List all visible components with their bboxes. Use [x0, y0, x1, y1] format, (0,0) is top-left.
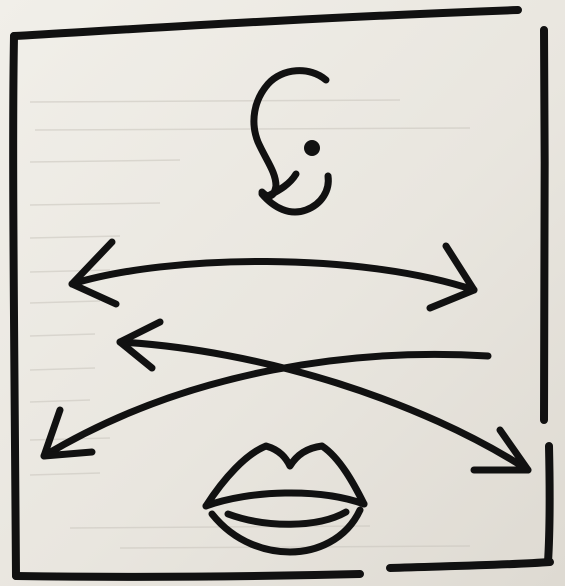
- cross-arrow-down-left-head: [40, 406, 96, 460]
- inner-mouth-line: [224, 508, 350, 528]
- ear-icon: [250, 67, 332, 216]
- frame-right-lower-line: [544, 442, 554, 566]
- ear-canal-dot: [304, 140, 320, 156]
- top-arrow-left-head: [68, 238, 120, 308]
- frame-left-line: [9, 32, 20, 580]
- cross-arrow-down-right-left-head: [116, 318, 164, 372]
- cross-arrow-down-left-shaft: [40, 350, 492, 460]
- cross-arrow-down-right: [116, 318, 532, 474]
- top-arrow-shaft: [68, 257, 478, 294]
- cross-arrow-down-right-right-head: [470, 426, 532, 474]
- lip-line: [202, 489, 368, 510]
- frame-right-upper-line: [540, 26, 549, 424]
- frame-top-line: [10, 6, 522, 40]
- frame: [9, 6, 554, 581]
- cross-arrow-down-right-shaft: [116, 338, 532, 474]
- frame-bottom-line: [12, 570, 364, 581]
- ear-lobe: [258, 172, 332, 216]
- frame-bottom-right-line: [386, 558, 554, 572]
- cross-arrow-down-left: [40, 350, 492, 460]
- mouth-icon: [202, 442, 368, 556]
- top-arrow-right-head: [426, 242, 478, 312]
- ear-inner-stroke: [264, 170, 300, 200]
- lower-lip: [208, 506, 364, 556]
- upper-lip: [202, 442, 368, 510]
- top-double-arrow: [68, 238, 478, 312]
- bleed-through-text: [29, 99, 471, 549]
